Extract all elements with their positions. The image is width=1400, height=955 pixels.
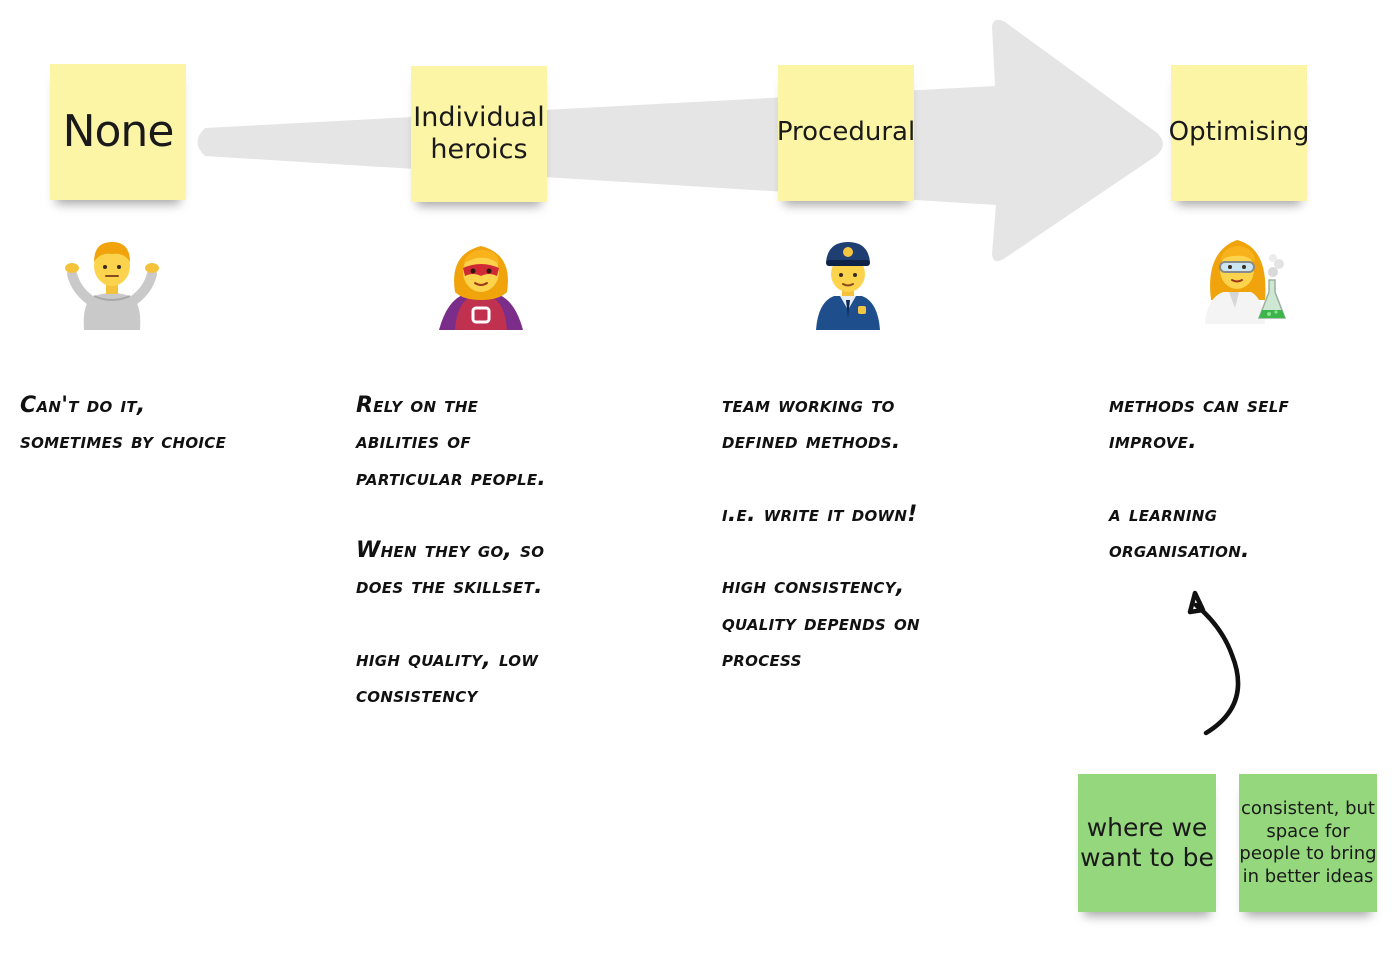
description-line: When they go, so — [356, 538, 545, 564]
description-line: high quality, low — [356, 647, 539, 673]
description-line: defined methods. — [722, 429, 901, 455]
note-text: None — [62, 105, 175, 157]
description-line: does the skillset. — [356, 574, 543, 600]
stage-description-procedural: team working to defined methods. i.e. writ… — [722, 388, 1042, 678]
note-text: where we want to be — [1080, 813, 1214, 872]
description-line: consistency — [356, 683, 478, 709]
sticky-note-procedural[interactable]: Procedural — [776, 65, 916, 201]
description-spacer — [356, 497, 656, 533]
description-line: methods can self — [1109, 393, 1290, 418]
person-shrugging-icon — [65, 242, 159, 330]
note-text: Optimising — [1168, 117, 1310, 148]
description-line: particular people. — [356, 465, 547, 491]
sticky-note-optimising[interactable]: Optimising — [1168, 65, 1310, 201]
description-line: improve. — [1109, 429, 1197, 455]
sticky-note-where-we-want-to-be[interactable]: where we want to be — [1078, 774, 1216, 912]
stage-description-individual-heroics: Rely on the abilities of particular people… — [356, 388, 656, 715]
woman-scientist-icon — [1205, 240, 1287, 324]
description-spacer — [1109, 461, 1389, 497]
note-text: Procedural — [776, 117, 916, 148]
description-spacer — [722, 461, 1042, 497]
stage-description-none: Can't do it, sometimes by choice — [20, 388, 320, 461]
description-line: quality depends on — [722, 610, 920, 636]
description-line: organisation. — [1109, 538, 1250, 564]
stage-description-optimising: methods can self improve. a learning organi… — [1109, 388, 1389, 569]
note-text: consistent, but space for people to brin… — [1239, 798, 1377, 887]
arrow-shape — [197, 19, 1163, 262]
description-line: a learning — [1109, 501, 1218, 527]
description-line: high consistency, — [722, 574, 905, 600]
description-line: abilities of — [356, 429, 471, 455]
description-line: i.e. write it down! — [722, 501, 918, 527]
description-line: team working to — [722, 393, 895, 418]
description-line: process — [722, 647, 802, 673]
note-text: Individual heroics — [413, 101, 545, 165]
curved-arrow-icon — [1187, 590, 1241, 736]
description-line: Can't do it, — [20, 393, 146, 418]
sticky-note-consistent-but-space[interactable]: consistent, but space for people to brin… — [1239, 774, 1377, 912]
description-spacer — [356, 606, 656, 642]
sticky-note-none[interactable]: None — [50, 64, 186, 200]
description-line: sometimes by choice — [20, 429, 227, 455]
police-officer-icon — [816, 242, 880, 330]
woman-superhero-icon — [439, 246, 523, 330]
description-spacer — [722, 533, 1042, 569]
sticky-note-individual-heroics[interactable]: Individual heroics — [411, 66, 547, 202]
description-line: Rely on the — [356, 393, 479, 418]
